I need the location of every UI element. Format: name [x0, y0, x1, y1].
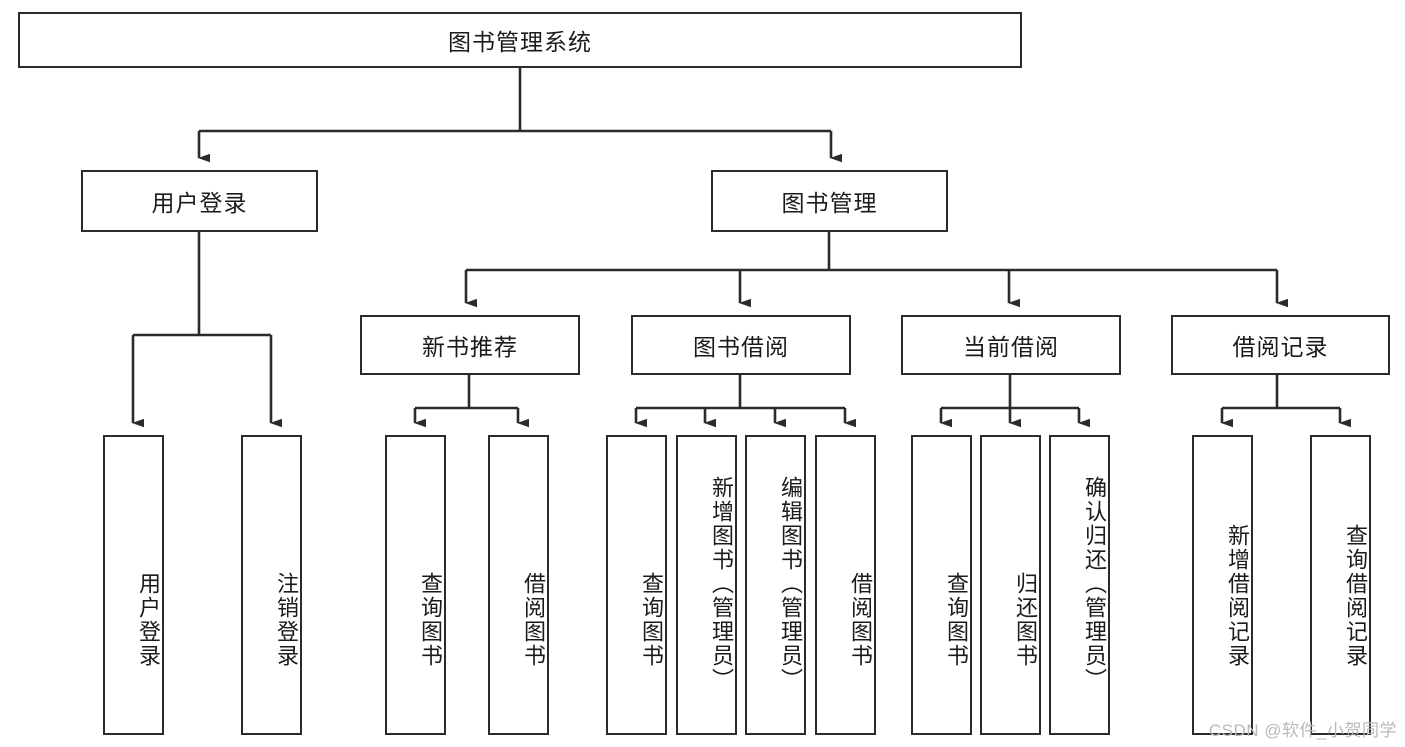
node-new-book-recommend[interactable]: 新书推荐 — [360, 315, 580, 375]
node-book-borrow[interactable]: 图书借阅 — [631, 315, 851, 375]
leaf-edit-book-admin[interactable]: 编辑图书（管理员） — [745, 435, 806, 735]
node-current-borrow[interactable]: 当前借阅 — [901, 315, 1121, 375]
leaf-query-book-recommend[interactable]: 查询图书 — [385, 435, 446, 735]
leaf-user-login[interactable]: 用户登录 — [103, 435, 164, 735]
leaf-borrow-book[interactable]: 借阅图书 — [815, 435, 876, 735]
node-book-management[interactable]: 图书管理 — [711, 170, 948, 232]
leaf-query-borrow-record[interactable]: 查询借阅记录 — [1310, 435, 1371, 735]
leaf-borrow-book-recommend[interactable]: 借阅图书 — [488, 435, 549, 735]
node-root-system[interactable]: 图书管理系统 — [18, 12, 1022, 68]
node-user-login[interactable]: 用户登录 — [81, 170, 318, 232]
leaf-logout[interactable]: 注销登录 — [241, 435, 302, 735]
leaf-add-book-admin[interactable]: 新增图书（管理员） — [676, 435, 737, 735]
csdn-watermark: CSDN @软件_小贺同学 — [1208, 721, 1397, 740]
node-borrow-records[interactable]: 借阅记录 — [1171, 315, 1390, 375]
leaf-add-borrow-record[interactable]: 新增借阅记录 — [1192, 435, 1253, 735]
leaf-query-book-current[interactable]: 查询图书 — [911, 435, 972, 735]
leaf-confirm-return-admin[interactable]: 确认归还（管理员） — [1049, 435, 1110, 735]
leaf-query-book-borrow[interactable]: 查询图书 — [606, 435, 667, 735]
leaf-return-book[interactable]: 归还图书 — [980, 435, 1041, 735]
